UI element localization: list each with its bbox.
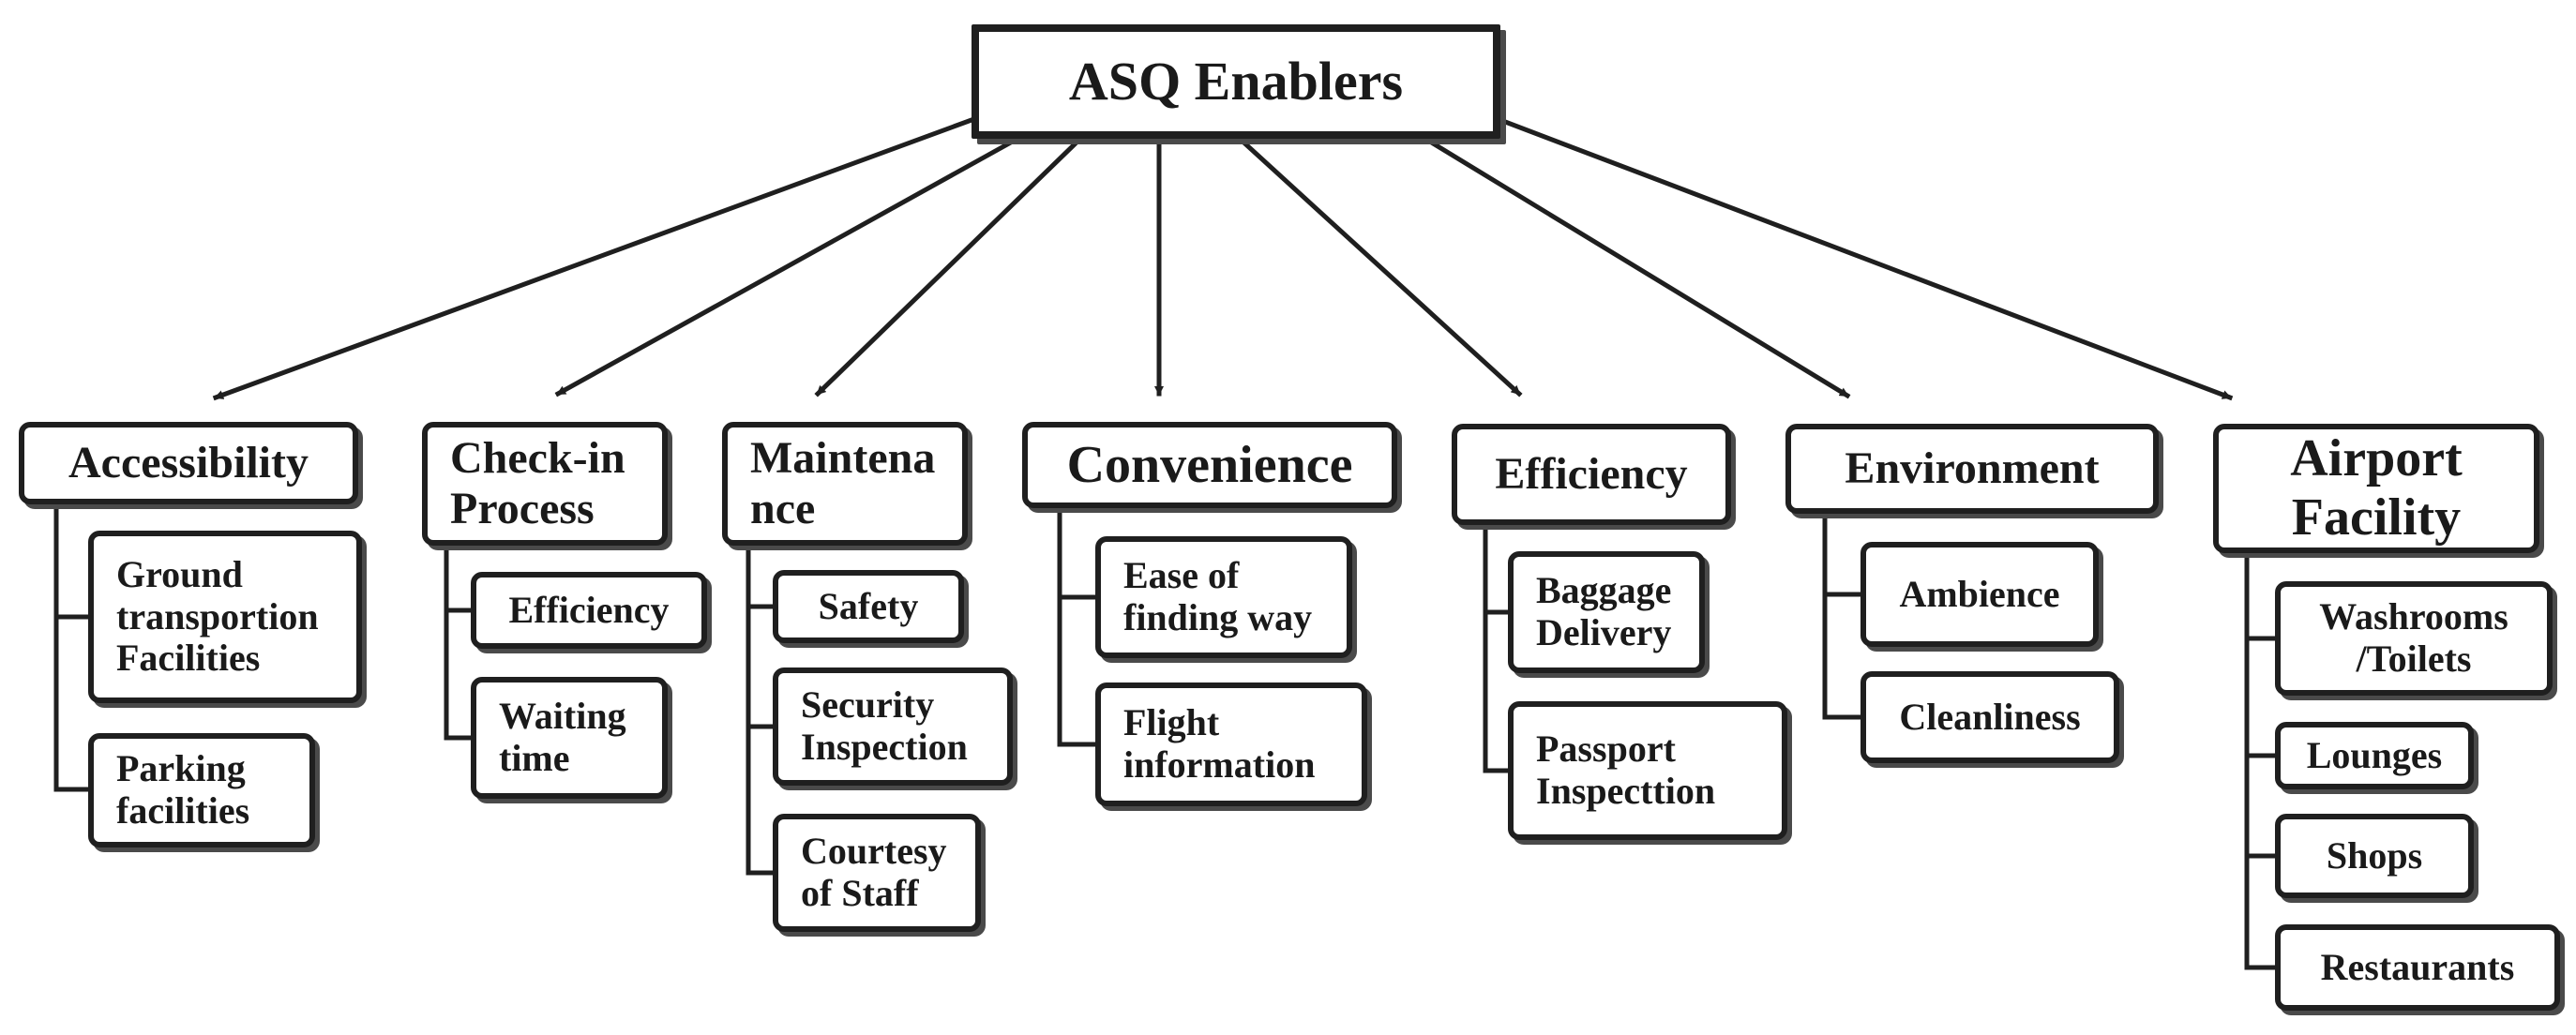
item-ground-transportation: Ground transportion Facilities bbox=[88, 531, 362, 703]
item-security-inspection: Security Inspection bbox=[773, 668, 1013, 786]
item-shops: Shops bbox=[2275, 814, 2474, 898]
arrow-2 bbox=[554, 135, 1021, 398]
item-restaurants: Restaurants bbox=[2275, 924, 2560, 1011]
item-courtesy-of-staff: Courtesy of Staff bbox=[773, 814, 981, 932]
category-airport-facility: Airport Facility bbox=[2213, 424, 2539, 553]
item-waiting-time: Waiting time bbox=[471, 677, 668, 799]
arrow-6 bbox=[1422, 135, 1851, 399]
item-passport-inspection: Passport Inspecttion bbox=[1508, 701, 1787, 840]
item-flight-information: Flight information bbox=[1095, 682, 1367, 806]
item-ease-of-finding-way: Ease of finding way bbox=[1095, 536, 1352, 658]
branch-lines bbox=[53, 502, 2278, 970]
item-washrooms-toilets: Washrooms /Toilets bbox=[2275, 581, 2553, 696]
item-lounges: Lounges bbox=[2275, 722, 2474, 789]
root-arrows bbox=[212, 116, 2234, 401]
item-cleanliness: Cleanliness bbox=[1860, 671, 2119, 763]
item-baggage-delivery: Baggage Delivery bbox=[1508, 551, 1705, 673]
root-node: ASQ Enablers bbox=[972, 24, 1500, 139]
category-accessibility: Accessibility bbox=[19, 422, 358, 504]
category-environment: Environment bbox=[1785, 424, 2159, 514]
category-check-in-process: Check-in Process bbox=[422, 422, 668, 546]
category-maintenance: Maintena nce bbox=[722, 422, 968, 546]
arrow-3 bbox=[814, 135, 1084, 398]
item-ambience: Ambience bbox=[1860, 542, 2099, 647]
item-safety: Safety bbox=[773, 570, 964, 643]
category-convenience: Convenience bbox=[1022, 422, 1397, 508]
category-efficiency: Efficiency bbox=[1452, 424, 1731, 525]
arrow-7 bbox=[1497, 116, 2234, 401]
arrow-1 bbox=[212, 116, 975, 401]
arrow-5 bbox=[1236, 135, 1523, 398]
item-parking-facilities: Parking facilities bbox=[88, 733, 315, 848]
item-efficiency: Efficiency bbox=[471, 572, 707, 649]
